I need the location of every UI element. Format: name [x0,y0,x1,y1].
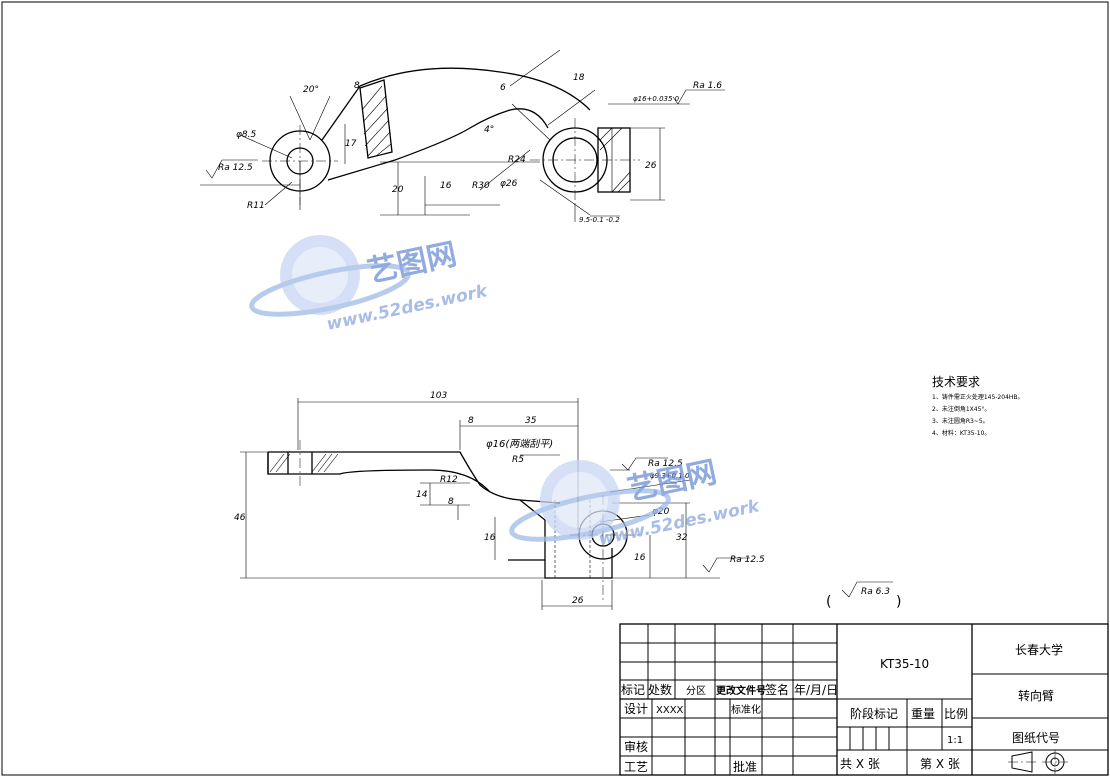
tb-header-change-doc: 更改文件号 [716,684,766,697]
arm-upper-edge [321,67,591,141]
tb-header-sign: 签名 [765,682,789,697]
dim-16: 16 [440,181,452,191]
dim-20deg: 20° [303,85,319,95]
dim-4deg: 4° [484,125,494,135]
tb-material: KT35-10 [880,657,929,671]
dim-phi93-tol: φ9.3+0.1 0 [650,472,690,480]
dim-16-front: 16 [484,533,496,543]
arm-lower-edge [327,108,549,181]
dim-35: 35 [525,416,537,426]
dim-32: 32 [676,533,688,543]
general-roughness-open: ( [826,594,831,610]
dim-103: 103 [430,391,447,401]
tech-req-4: 4、材料：KT35-10。 [932,429,990,437]
tb-stage-mark: 阶段标记 [850,706,898,721]
dim-26-front: 26 [572,596,584,606]
dim-46: 46 [234,513,246,523]
tb-header-date: 年/月/日 [794,683,838,697]
tb-scale-value: 1:1 [947,735,963,746]
dim-r12: R12 [440,475,458,485]
tb-design-value: XXXX [656,705,684,716]
projection-symbol-icon [1008,750,1068,774]
watermark-2: 艺图网 www.52des.work [509,455,763,550]
tb-standardize: 标准化 [731,703,761,716]
dim-14: 14 [416,490,428,500]
dim-phi26: φ26 [500,179,518,189]
dim-r24: R24 [508,155,526,165]
tech-requirements: 技术要求 1、铸件需正火处理145-204HB。 2、未注倒角1X45°。 3、… [932,375,1024,437]
tb-header-count: 处数 [648,682,672,697]
tb-sheet-no: 第 X 张 [920,757,960,771]
tb-header-mark: 标记 [621,683,645,697]
dim-18: 18 [573,73,585,83]
roughness-ra125-bottom: Ra 12.5 [730,555,765,565]
dim-26-top: 26 [645,161,657,171]
top-view: 20° 8 φ8.5 17 Ra 12.5 R11 20 16 R30 R24 … [200,49,725,224]
general-roughness: Ra 6.3 [861,587,890,597]
tech-req-2: 2、未注倒角1X45°。 [932,405,990,413]
dim-phi20: φ20 [652,507,670,517]
tb-scale: 比例 [944,707,968,721]
dim-17: 17 [345,139,357,149]
front-arm [268,451,561,504]
title-block: KT35-10 长春大学 转向臂 图纸代号 标记 处数 分区 更改文件号 签名 … [619,623,1109,776]
bore-section [597,127,631,193]
tb-drawing-code-label: 图纸代号 [1012,731,1060,745]
dim-r11: R11 [247,201,265,211]
dim-20: 20 [392,185,404,195]
dim-r5: R5 [512,455,524,465]
tech-req-1: 1、铸件需正火处理145-204HB。 [932,393,1024,401]
watermark-brand-1: 艺图网 [364,237,459,290]
dim-6: 6 [500,83,506,93]
watermark-1: 艺图网 www.52des.work [249,235,491,335]
tb-review: 审核 [624,739,648,754]
dim-r30: R30 [472,181,490,191]
tb-school: 长春大学 [1015,642,1063,657]
dim-8-vert: 8 [448,497,454,507]
roughness-ra125-top: Ra 12.5 [218,163,253,173]
tb-part-name: 转向臂 [1018,688,1054,703]
tb-design: 设计 [624,702,648,716]
tb-sheets-total: 共 X 张 [840,757,880,771]
dim-phi16-tol: φ16+0.035 0 [633,95,680,103]
roughness-ra125-front: Ra 12.5 [648,459,683,469]
tb-header-zone: 分区 [686,685,706,697]
general-roughness-close: ) [896,594,901,610]
tb-weight: 重量 [911,707,935,721]
dim-8: 8 [354,81,360,91]
dim-95-tol: 9.5-0.1 -0.2 [579,216,620,224]
roughness-ra16: Ra 1.6 [693,81,722,91]
dim-8-front: 8 [468,416,474,426]
dim-phi16-flat: φ16(两端刮平) [486,438,553,450]
tech-req-title: 技术要求 [932,375,980,389]
tech-req-3: 3、未注圆角R3~5。 [932,417,989,425]
dim-16-right: 16 [634,553,646,563]
tb-approve: 批准 [733,759,757,774]
watermark-brand-2: 艺图网 [624,455,719,508]
neck-section [359,79,393,159]
dim-phi85: φ8.5 [236,130,257,140]
tb-process: 工艺 [624,760,648,774]
